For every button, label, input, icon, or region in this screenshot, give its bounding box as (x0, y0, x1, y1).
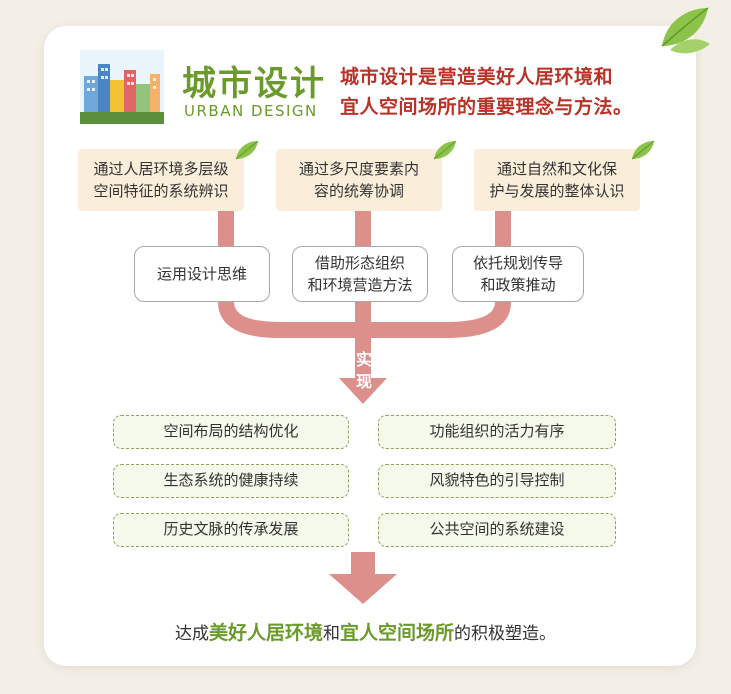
method-box-1: 运用设计思维 (134, 246, 270, 302)
decor-leaves-icon (661, 7, 710, 54)
leaf-icon (631, 140, 655, 160)
outcome-box: 历史文脉的传承发展 (113, 513, 349, 547)
approach-1-line-2: 空间特征的系统辨识 (93, 182, 229, 200)
final-prefix: 达成 (174, 624, 209, 644)
method-box-2: 借助形态组织和环境营造方法 (292, 246, 428, 302)
final-highlight-2: 宜人空间场所 (340, 622, 455, 644)
method-2-line-1: 借助形态组织 (314, 254, 405, 272)
page-title: 城市设计 (182, 64, 326, 104)
final-highlight-1: 美好人居环境 (208, 622, 323, 644)
approach-1-line-1: 通过人居环境多层级 (93, 160, 229, 178)
outcome-box: 公共空间的系统建设 (378, 513, 616, 547)
realize-label-char-1: 实 (355, 350, 372, 369)
approach-2-line-2: 容的统筹协调 (313, 182, 404, 200)
approach-3-line-2: 护与发展的整体认识 (489, 182, 625, 200)
approach-box-3: 通过自然和文化保护与发展的整体认识 (474, 149, 640, 211)
page-subtitle: URBAN DESIGN (184, 102, 318, 120)
method-2-line-2: 和环境营造方法 (307, 276, 413, 294)
method-box-3: 依托规划传导和政策推动 (452, 246, 584, 302)
final-suffix: 的积极塑造。 (454, 624, 557, 644)
description-line-2: 宜人空间场所的重要理念与方法。 (340, 96, 633, 118)
approach-2-line-1: 通过多尺度要素内 (298, 160, 419, 178)
description-line-1: 城市设计是营造美好人居环境和 (340, 66, 614, 88)
approach-box-2: 通过多尺度要素内容的统筹协调 (276, 149, 442, 211)
final-middle: 和 (323, 624, 340, 644)
method-1-line-1: 运用设计思维 (156, 265, 247, 283)
outcome-box: 功能组织的活力有序 (378, 415, 616, 449)
method-3-line-1: 依托规划传导 (472, 254, 563, 272)
city-buildings-icon (80, 50, 164, 124)
approach-3-line-1: 通过自然和文化保 (496, 160, 617, 178)
outcome-box: 风貌特色的引导控制 (378, 464, 616, 498)
outcome-box: 生态系统的健康持续 (113, 464, 349, 498)
leaf-icon (433, 140, 457, 160)
leaf-icon (235, 140, 259, 160)
final-statement: 达成美好人居环境和宜人空间场所的积极塑造。 (0, 618, 731, 645)
realize-label-char-2: 现 (355, 372, 372, 391)
method-3-line-2: 和政策推动 (480, 276, 556, 294)
outcome-box: 空间布局的结构优化 (113, 415, 349, 449)
approach-box-1: 通过人居环境多层级空间特征的系统辨识 (78, 149, 244, 211)
